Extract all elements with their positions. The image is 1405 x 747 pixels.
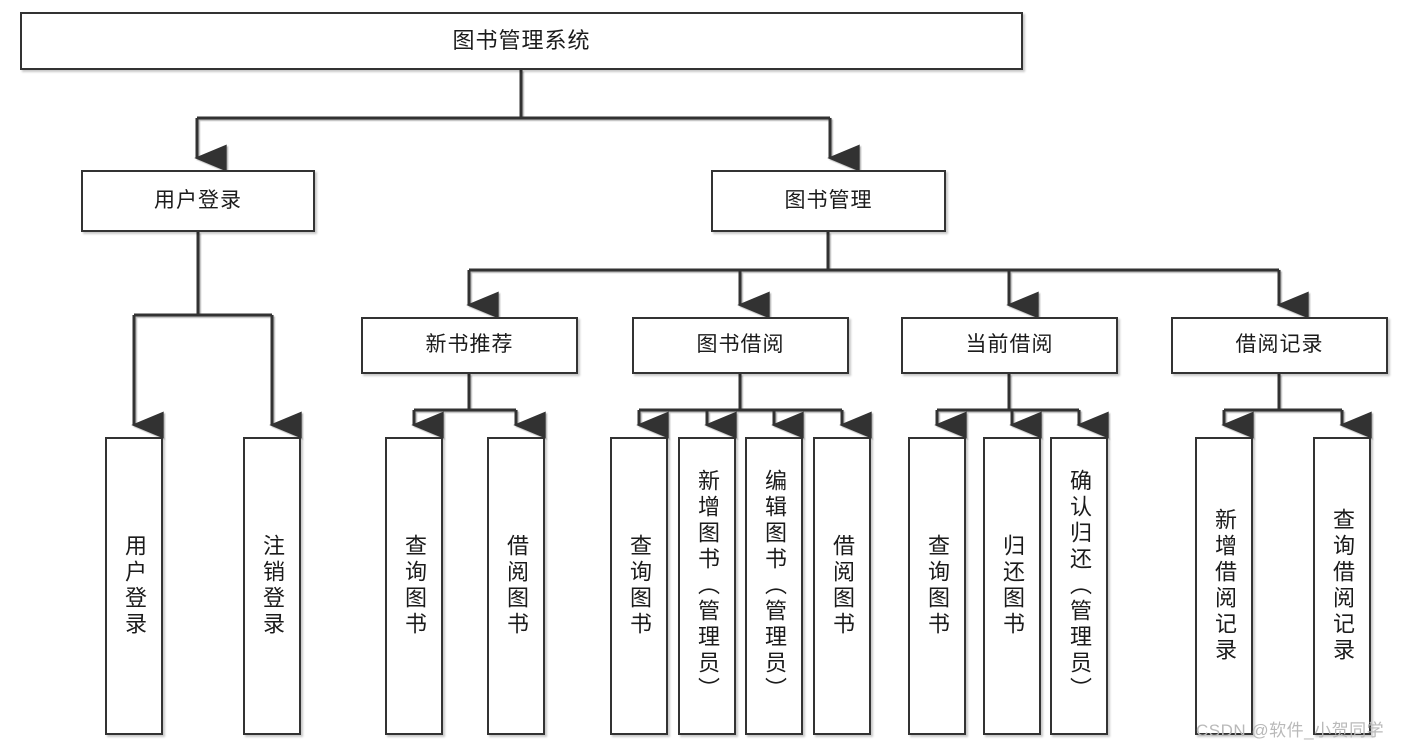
node-label: 编辑图书（管理员） — [762, 469, 787, 703]
node-leaf-query-book-recommend[interactable]: 查询图书 — [385, 437, 443, 735]
node-label: 注销登录 — [260, 534, 285, 638]
node-label: 借阅图书 — [504, 534, 529, 638]
node-level3-new-book-recommend[interactable]: 新书推荐 — [361, 317, 578, 374]
node-label: 图书借阅 — [696, 333, 785, 357]
watermark-text: CSDN @软件_小贺同学 — [1196, 721, 1385, 740]
node-leaf-borrow-book[interactable]: 借阅图书 — [813, 437, 871, 735]
node-leaf-query-borrow-record[interactable]: 查询借阅记录 — [1313, 437, 1371, 735]
node-label: 图书管理系统 — [452, 28, 591, 54]
node-leaf-return-book[interactable]: 归还图书 — [983, 437, 1041, 735]
node-label: 用户登录 — [122, 534, 147, 638]
node-label: 用户登录 — [154, 188, 242, 212]
node-label: 新增图书（管理员） — [695, 469, 720, 703]
node-level3-borrow-records[interactable]: 借阅记录 — [1171, 317, 1388, 374]
node-root[interactable]: 图书管理系统 — [20, 12, 1023, 70]
node-leaf-query-book-borrow[interactable]: 查询图书 — [610, 437, 668, 735]
node-label: 当前借阅 — [965, 333, 1054, 357]
node-label: 新增借阅记录 — [1212, 508, 1237, 664]
node-leaf-borrow-book-recommend[interactable]: 借阅图书 — [487, 437, 545, 735]
node-label: 查询图书 — [925, 534, 950, 638]
node-level2-user-login[interactable]: 用户登录 — [81, 170, 315, 232]
node-leaf-query-book-current[interactable]: 查询图书 — [908, 437, 966, 735]
node-leaf-add-borrow-record[interactable]: 新增借阅记录 — [1195, 437, 1253, 735]
node-label: 新书推荐 — [425, 333, 514, 357]
node-level3-book-borrow[interactable]: 图书借阅 — [632, 317, 849, 374]
node-label: 查询图书 — [402, 534, 427, 638]
node-label: 借阅图书 — [830, 534, 855, 638]
node-leaf-edit-book-admin[interactable]: 编辑图书（管理员） — [745, 437, 803, 735]
node-label: 图书管理 — [784, 188, 873, 212]
node-label: 借阅记录 — [1235, 333, 1324, 357]
node-level3-current-borrow[interactable]: 当前借阅 — [901, 317, 1118, 374]
node-label: 归还图书 — [1000, 534, 1025, 638]
node-leaf-confirm-return-admin[interactable]: 确认归还（管理员） — [1050, 437, 1108, 735]
node-label: 确认归还（管理员） — [1067, 469, 1092, 703]
node-leaf-logout[interactable]: 注销登录 — [243, 437, 301, 735]
node-label: 查询图书 — [627, 534, 652, 638]
node-level2-book-management[interactable]: 图书管理 — [711, 170, 946, 232]
node-leaf-add-book-admin[interactable]: 新增图书（管理员） — [678, 437, 736, 735]
node-label: 查询借阅记录 — [1330, 508, 1355, 664]
node-leaf-user-login[interactable]: 用户登录 — [105, 437, 163, 735]
